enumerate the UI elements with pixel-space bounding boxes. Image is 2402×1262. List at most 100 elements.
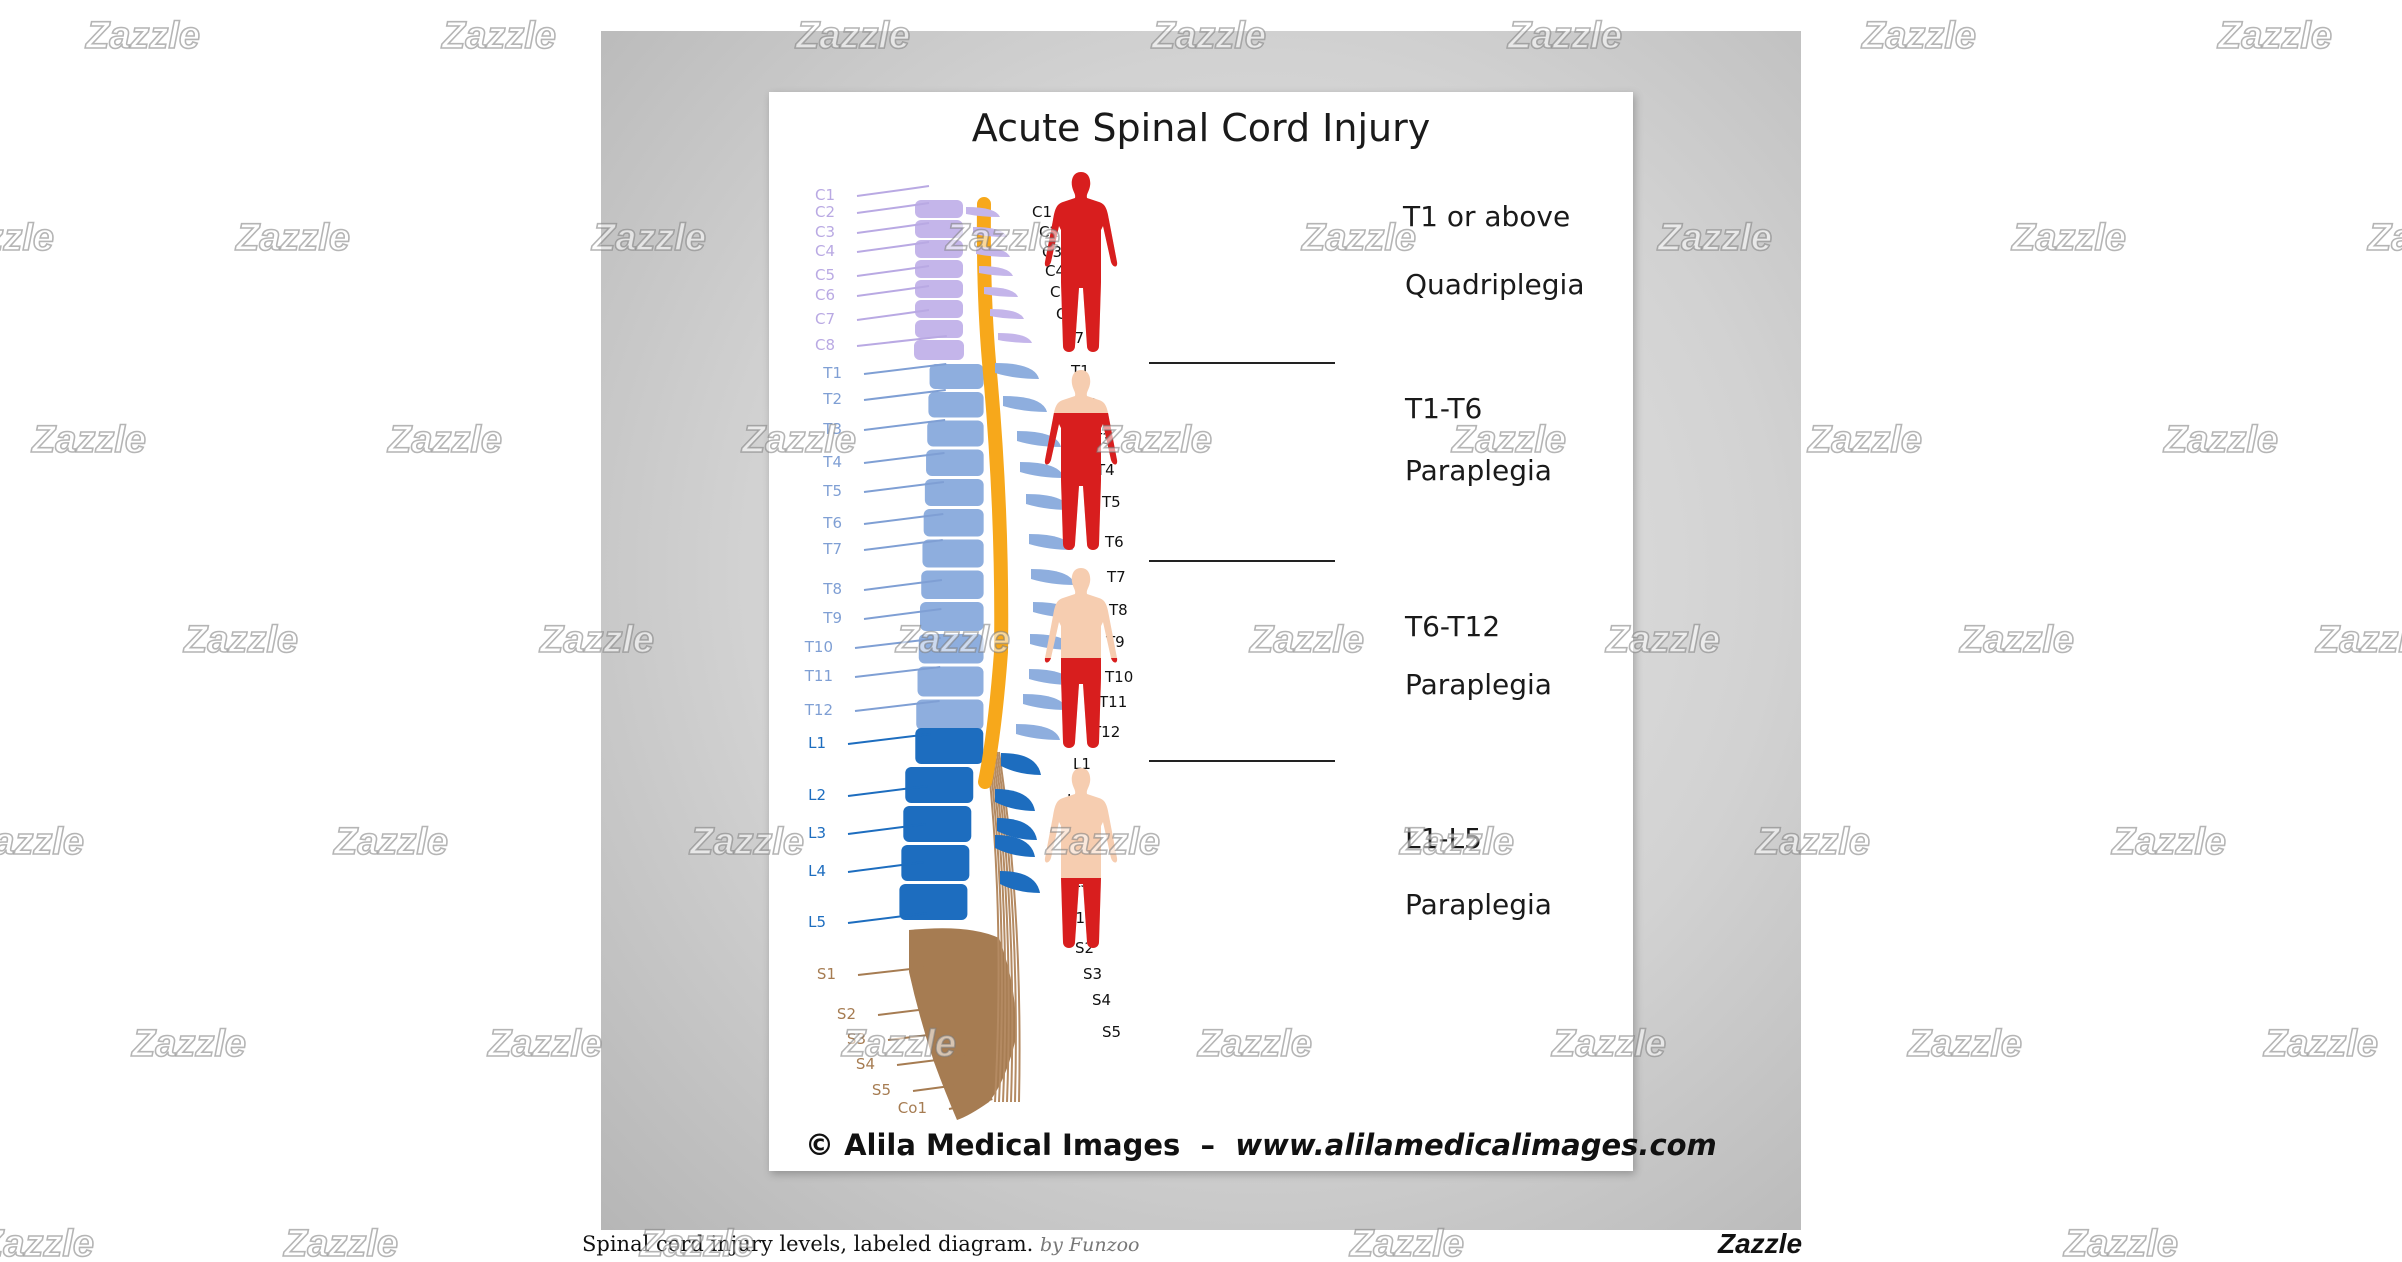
nerve-line: [912, 1080, 987, 1092]
watermark-text: Zazzle: [333, 821, 448, 863]
divider: [1149, 560, 1335, 562]
spinous-process: [1031, 569, 1075, 585]
spinal-nerve-label: C4: [815, 242, 835, 260]
spinous-process: [995, 789, 1035, 811]
vertebral-body: [915, 260, 963, 278]
body-figure-paraplegia-t1-t6: [1031, 368, 1131, 558]
spinal-nerve-label: C2: [815, 203, 835, 221]
caption-title[interactable]: Spinal cord injury levels, labeled diagr…: [582, 1232, 1034, 1256]
spinal-nerve-label: L3: [808, 824, 826, 842]
vertebra-label: S4: [1092, 991, 1111, 1009]
nerve-line: [854, 637, 941, 649]
nerve-root: [986, 751, 1000, 1103]
spinal-nerve-label: T11: [804, 667, 833, 685]
watermark-text: Zazzle: [1861, 15, 1976, 57]
human-silhouette: [1044, 768, 1118, 948]
vertebral-body: [928, 392, 984, 418]
injury-level-label: T1 or above: [1403, 200, 1571, 233]
watermark-text: Zazzle: [235, 217, 350, 259]
spinal-nerve-label: T9: [822, 609, 842, 627]
spinous-process: [990, 309, 1024, 319]
body-figure-paraplegia-l1-l5: [1031, 766, 1131, 956]
vertebra-label: S5: [1102, 1023, 1121, 1041]
spine-diagram: C1C2C3C4C5C6C7C8T1T2T3T4T5T6T7T8T9T10T11…: [804, 185, 1133, 1120]
vertebra-label: T8: [1108, 601, 1128, 619]
vertebra-label: T10: [1104, 668, 1133, 686]
vertebra-label: L1: [1073, 755, 1091, 773]
nerve-line: [847, 912, 928, 924]
watermark-text: Zazzle: [0, 1223, 94, 1262]
website-link[interactable]: www.alilamedicalimages.com: [1235, 1128, 1717, 1162]
caption-author[interactable]: by Funzoo: [1040, 1234, 1140, 1256]
injury-result-label: Paraplegia: [1405, 668, 1552, 701]
vertebral-body: [915, 320, 963, 338]
vertebra-label: T5: [1101, 493, 1121, 511]
nerve-line: [863, 389, 946, 401]
nerve-line: [863, 419, 946, 431]
vertebral-body: [918, 634, 984, 664]
watermark-text: Zazzle: [2111, 821, 2226, 863]
spinous-process: [1029, 534, 1073, 550]
nerve-line: [856, 202, 930, 214]
nerve-line: [854, 700, 940, 712]
watermark-text: Zazzle: [31, 419, 146, 461]
nerve-line: [863, 608, 942, 620]
watermark-text: Zazzle: [131, 1023, 246, 1065]
spinal-nerve-label: S2: [837, 1005, 856, 1023]
watermark-text: Zazzle: [2263, 1023, 2378, 1065]
spinal-cord: [976, 197, 1009, 789]
spinal-nerve-label: L5: [808, 913, 826, 931]
nerve-line: [847, 785, 928, 797]
copyright-text: © Alila Medical Images: [805, 1128, 1181, 1162]
spinal-nerve-label: T6: [822, 514, 842, 532]
nerve-line: [856, 335, 947, 347]
injury-result-label: Paraplegia: [1405, 888, 1552, 921]
vertebral-body: [903, 806, 972, 842]
spinous-process: [979, 266, 1013, 276]
watermark-text: Zazzle: [387, 419, 502, 461]
vertebra-label: T11: [1098, 693, 1127, 711]
spinous-process: [976, 247, 1010, 257]
vertebral-body: [917, 666, 984, 697]
injury-level-label: T6-T12: [1405, 610, 1501, 643]
nerve-line: [856, 185, 930, 197]
watermark-text: Zazzle: [1959, 619, 2074, 661]
vertebral-body: [915, 220, 963, 238]
nerve-line: [856, 285, 930, 297]
watermark-text: Zazzle: [2163, 419, 2278, 461]
spinous-process: [1026, 494, 1070, 510]
nerve-line: [857, 964, 946, 976]
vertebral-body: [915, 280, 963, 298]
watermark-text: Zazzle: [2315, 619, 2402, 661]
vertebra-label: T7: [1106, 568, 1126, 586]
divider: [1149, 760, 1335, 762]
nerve-line: [863, 481, 945, 493]
poster-title: Acute Spinal Cord Injury: [971, 106, 1431, 150]
vertebra-label: S3: [1083, 965, 1102, 983]
body-paralyzed-region: [1044, 658, 1118, 748]
zazzle-logo[interactable]: Zazzle: [1718, 1228, 1803, 1259]
nerve-line: [948, 1098, 993, 1110]
vertebral-body: [921, 570, 984, 599]
spinal-nerve-label: C8: [815, 336, 835, 354]
watermark-text: Zazzle: [183, 619, 298, 661]
sacrum: [909, 928, 1016, 1120]
vertebral-body: [901, 845, 970, 881]
nerve-line: [847, 861, 924, 873]
watermark-text: Zazzle: [0, 821, 84, 863]
vertebra-label: C4: [1045, 262, 1065, 280]
spinal-nerve-label: L1: [808, 734, 826, 752]
nerve-line: [847, 823, 926, 835]
spinous-process: [995, 363, 1039, 379]
spinal-nerve-label: S4: [856, 1055, 875, 1073]
spinous-process: [1003, 396, 1047, 412]
nerve-line: [863, 452, 945, 464]
nerve-line: [877, 1004, 960, 1016]
nerve-line: [856, 265, 930, 277]
human-silhouette: [1044, 172, 1118, 352]
spinal-nerve-label: T7: [822, 540, 842, 558]
watermark-text: Zazzle: [85, 15, 200, 57]
spinal-nerve-label: L2: [808, 786, 826, 804]
vertebral-body: [899, 884, 968, 920]
nerve-line: [856, 222, 930, 234]
